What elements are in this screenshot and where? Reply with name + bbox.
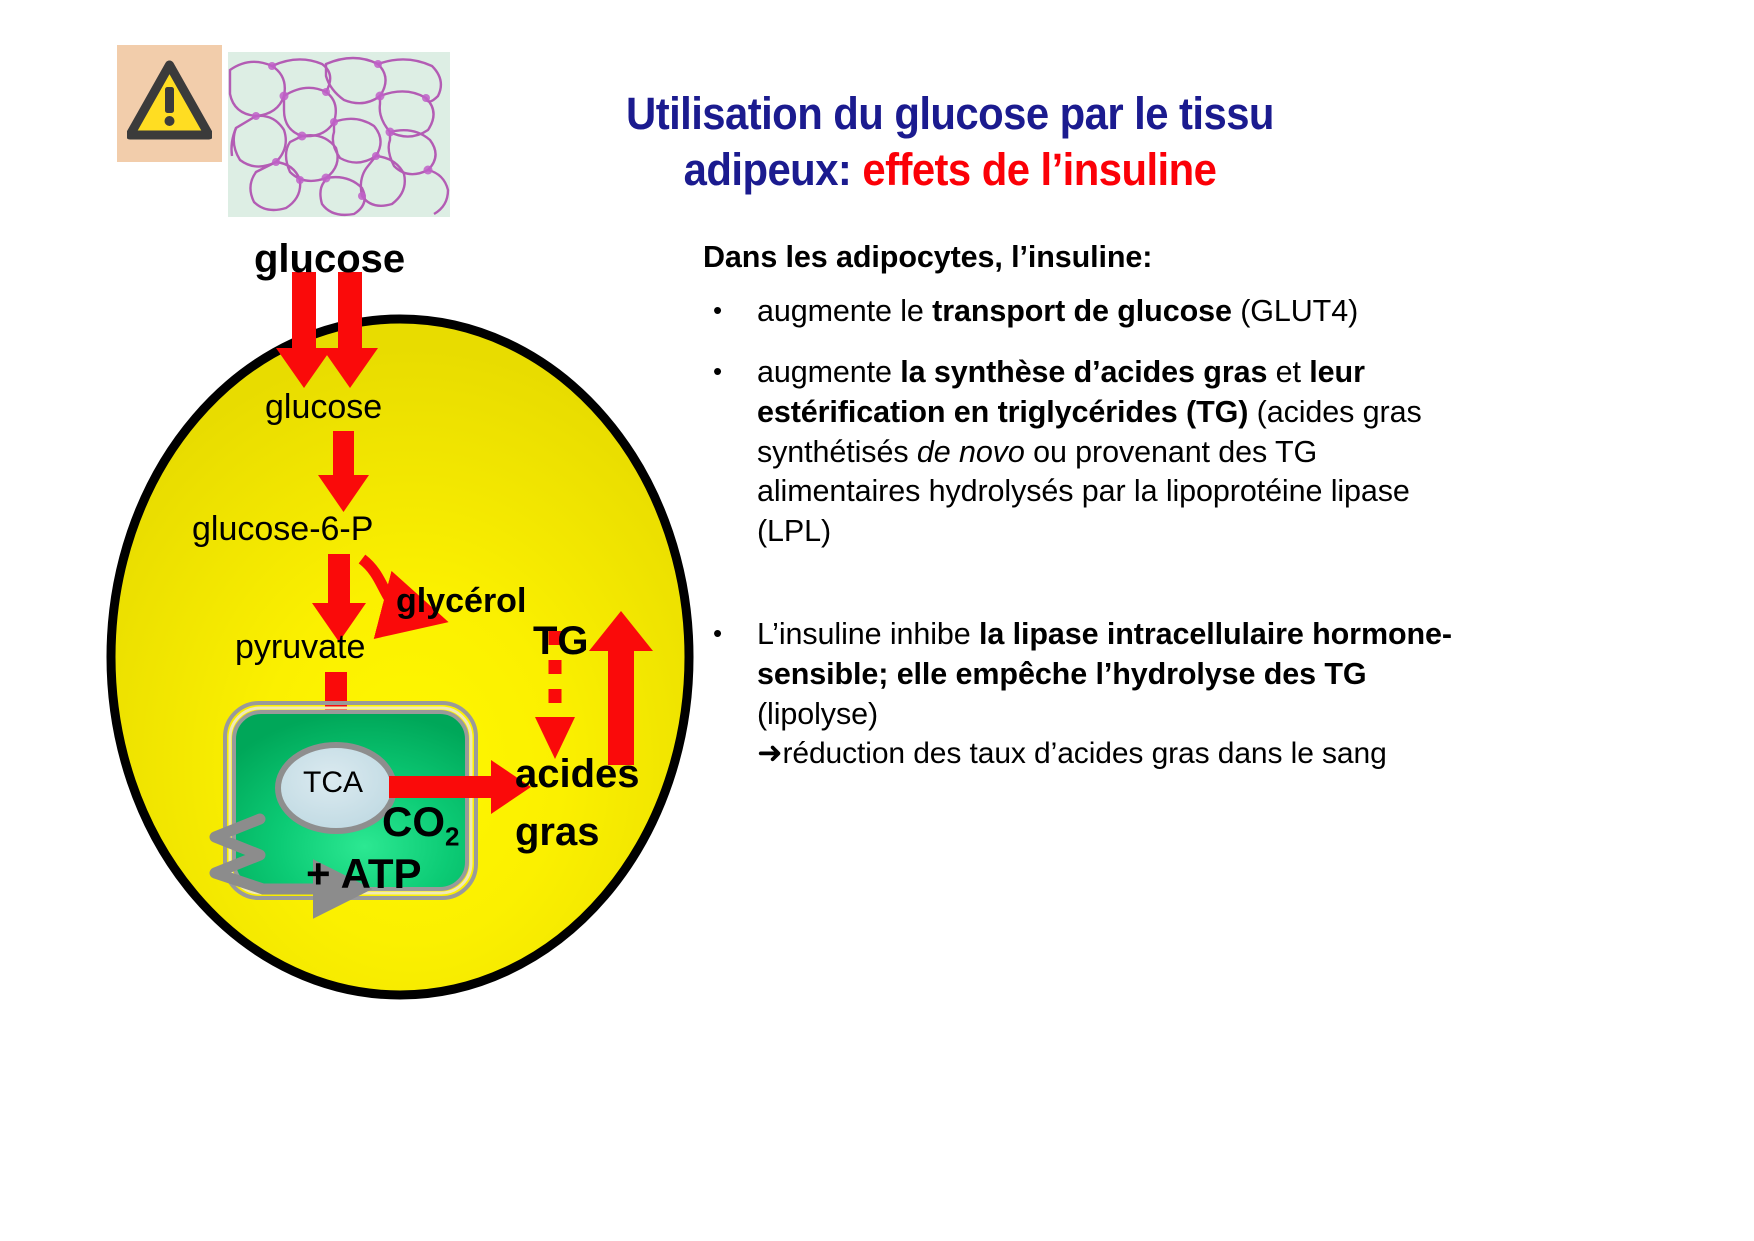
label-glycerol: glycérol	[396, 582, 527, 620]
label-tca: TCA	[303, 766, 363, 799]
title-line-2-red: effets de l’insuline	[862, 143, 1217, 195]
glucose-entry-arrows	[276, 272, 378, 388]
bullet-item-1: • augmente le transport de glucose (GLUT…	[703, 292, 1463, 332]
bullet-marker: •	[713, 356, 723, 387]
co2-subscript: 2	[445, 821, 460, 852]
adipocyte-diagram: glucose glucose glucose-6-P glycérol pyr…	[100, 225, 740, 1035]
label-internal-glucose: glucose	[265, 388, 383, 426]
bullet-3-consequence-text: réduction des taux d’acides gras dans le…	[782, 737, 1387, 771]
label-external-glucose: glucose	[254, 237, 406, 281]
arrow-tca-to-acides-gras	[389, 760, 531, 814]
gray-squiggle-arrow	[209, 813, 373, 919]
b1-run-0: augmente le	[757, 293, 933, 328]
b3-run-0: L’insuline inhibe	[757, 617, 980, 652]
b3-run-1: la lipase intracellulaire hormone-sensib…	[757, 617, 1452, 692]
b2-run-2: et	[1267, 355, 1310, 390]
label-pyruvate: pyruvate	[235, 628, 366, 666]
b2-run-1: la synthèse d’acides gras	[900, 355, 1268, 390]
label-tg: TG	[533, 619, 589, 663]
b2-run-5: de novo	[916, 434, 1025, 469]
title-line-1: Utilisation du glucose par le tissu	[626, 88, 1274, 139]
bullet-1-body: augmente le transport de glucose (GLUT4)	[757, 292, 1463, 332]
page-title: Utilisation du glucose par le tissu adip…	[504, 86, 1397, 198]
arrow-g6p-to-pyruvate	[312, 554, 366, 642]
label-atp: + ATP	[306, 850, 422, 897]
title-line-2-blue: adipeux:	[683, 143, 852, 195]
insulin-effects-text: Dans les adipocytes, l’insuline: • augme…	[703, 238, 1463, 796]
label-acides: acides	[515, 752, 640, 796]
warning-thumbnail	[117, 45, 222, 162]
histology-image	[228, 52, 450, 217]
arrow-tg-to-acides-gras-dashed	[535, 631, 575, 759]
b2-run-4: (acides gras synthétisés	[757, 394, 1422, 469]
bullet-marker: •	[713, 618, 723, 649]
bullet-item-3: • L’insuline inhibe la lipase intracellu…	[703, 615, 1463, 774]
bullet-item-2: • augmente la synthèse d’acides gras et …	[703, 353, 1463, 551]
b3-run-2: (lipolyse)	[757, 696, 879, 731]
warning-triangle-icon	[127, 60, 212, 140]
bullet-3-consequence: ➜réduction des taux d’acides gras dans l…	[757, 734, 1463, 774]
b1-run-1: transport de glucose	[932, 293, 1232, 328]
b2-run-3: leur estérification en triglycérides (TG…	[757, 355, 1365, 429]
spacer	[703, 573, 1463, 615]
lead-sentence: Dans les adipocytes, l’insuline:	[703, 240, 1153, 274]
co2-text: CO	[382, 798, 445, 845]
bullet-marker: •	[713, 294, 723, 325]
label-co2: CO2	[382, 798, 459, 852]
label-gras: gras	[515, 810, 600, 854]
b2-run-6: ou provenant des TG alimentaires hydroly…	[757, 434, 1410, 548]
arrow-glucose-to-g6p	[318, 431, 369, 512]
arrow-right-icon: ➜	[757, 736, 783, 771]
label-glucose-6-p: glucose-6-P	[192, 510, 374, 548]
bullet-2-body: augmente la synthèse d’acides gras et le…	[757, 353, 1463, 551]
bullet-3-body: L’insuline inhibe la lipase intracellula…	[757, 615, 1463, 774]
arrow-acides-gras-to-tg	[589, 611, 653, 765]
adipose-tissue-micrograph	[228, 52, 450, 217]
arrow-g6p-to-glycerol	[358, 554, 449, 639]
b2-run-0: augmente	[757, 355, 901, 390]
b1-run-2: (GLUT4)	[1231, 293, 1359, 328]
